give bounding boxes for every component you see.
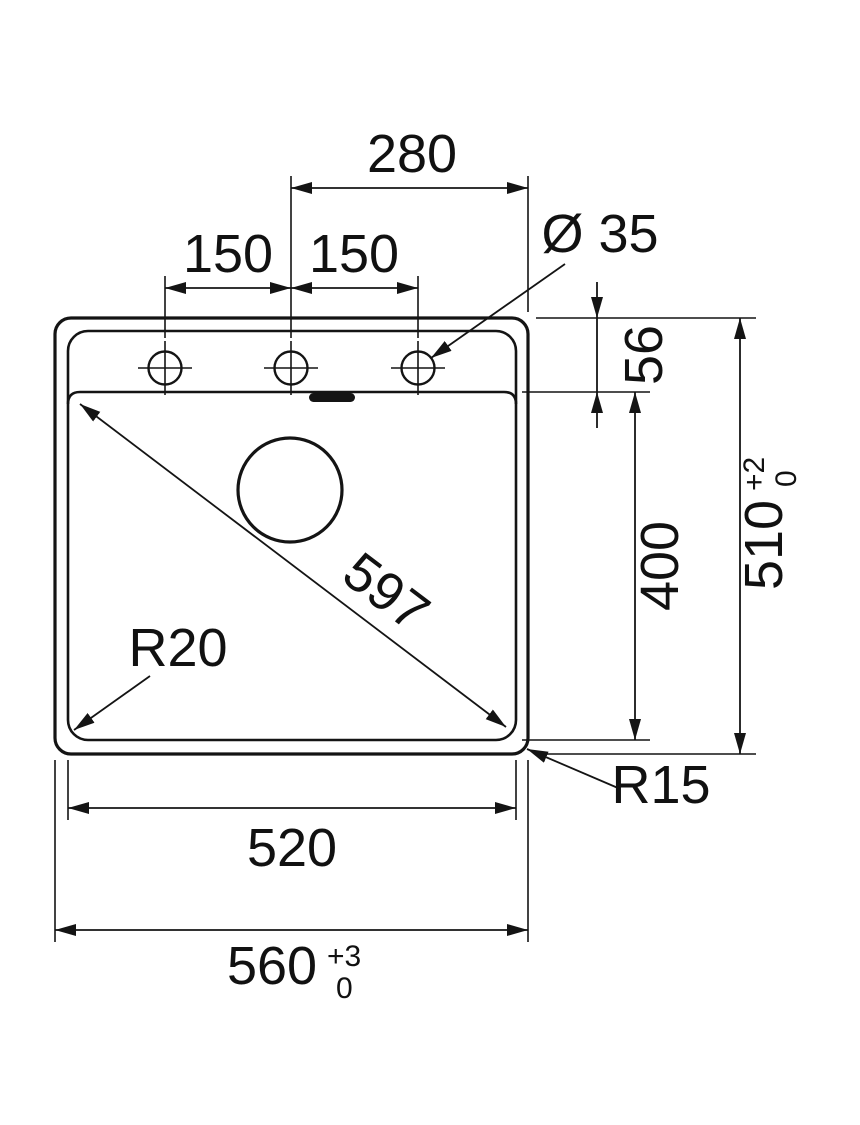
dim-label-280: 280: [367, 124, 457, 184]
dimension-lines: [55, 182, 746, 936]
dimension-labels: 280 150 150 Ø 35 56 400 510 +2 0 597 R20…: [128, 124, 803, 1005]
faucet-hole-right: [391, 341, 445, 395]
dim-label-510-tol-upper: +2: [738, 457, 771, 491]
dim-line-597-diagonal: [79, 403, 507, 728]
sink-body: [53, 316, 530, 756]
faucet-hole-left: [138, 341, 192, 395]
dim-label-400-text: 400: [630, 521, 690, 611]
dim-label-520: 520: [247, 818, 337, 878]
overflow-slot: [309, 393, 355, 402]
faucet-hole-center: [264, 341, 318, 395]
deck-ledge-line: [66, 390, 518, 405]
dim-label-r15: R15: [611, 755, 710, 815]
leader-hole-diameter: [430, 263, 566, 359]
dim-label-597: 597: [332, 541, 440, 643]
dim-label-560-text: 560: [227, 936, 317, 996]
sink-inner-outline: [66, 329, 518, 742]
dim-label-560-tol-upper: +3: [327, 940, 361, 973]
dim-label-597-text: 597: [332, 541, 440, 643]
dim-label-560: 560 +3 0: [227, 936, 361, 1005]
dim-label-560-tol-lower: 0: [336, 972, 353, 1005]
extension-lines: [54, 176, 756, 942]
dim-label-150-left: 150: [183, 224, 273, 284]
dim-label-510: 510 +2 0: [734, 457, 803, 590]
drain-hole-circle: [236, 436, 344, 544]
dim-label-510-tol-lower: 0: [770, 470, 803, 487]
dim-label-510-text: 510: [734, 500, 794, 590]
dim-label-400: 400: [630, 521, 690, 611]
leader-r20: [73, 675, 151, 731]
dim-label-150-right: 150: [309, 224, 399, 284]
dim-label-r20: R20: [128, 618, 227, 678]
dim-label-56-text: 56: [614, 325, 674, 385]
dim-label-56: 56: [614, 325, 674, 385]
dim-label-hole-diameter: Ø 35: [541, 204, 658, 264]
leader-r15: [526, 748, 619, 789]
